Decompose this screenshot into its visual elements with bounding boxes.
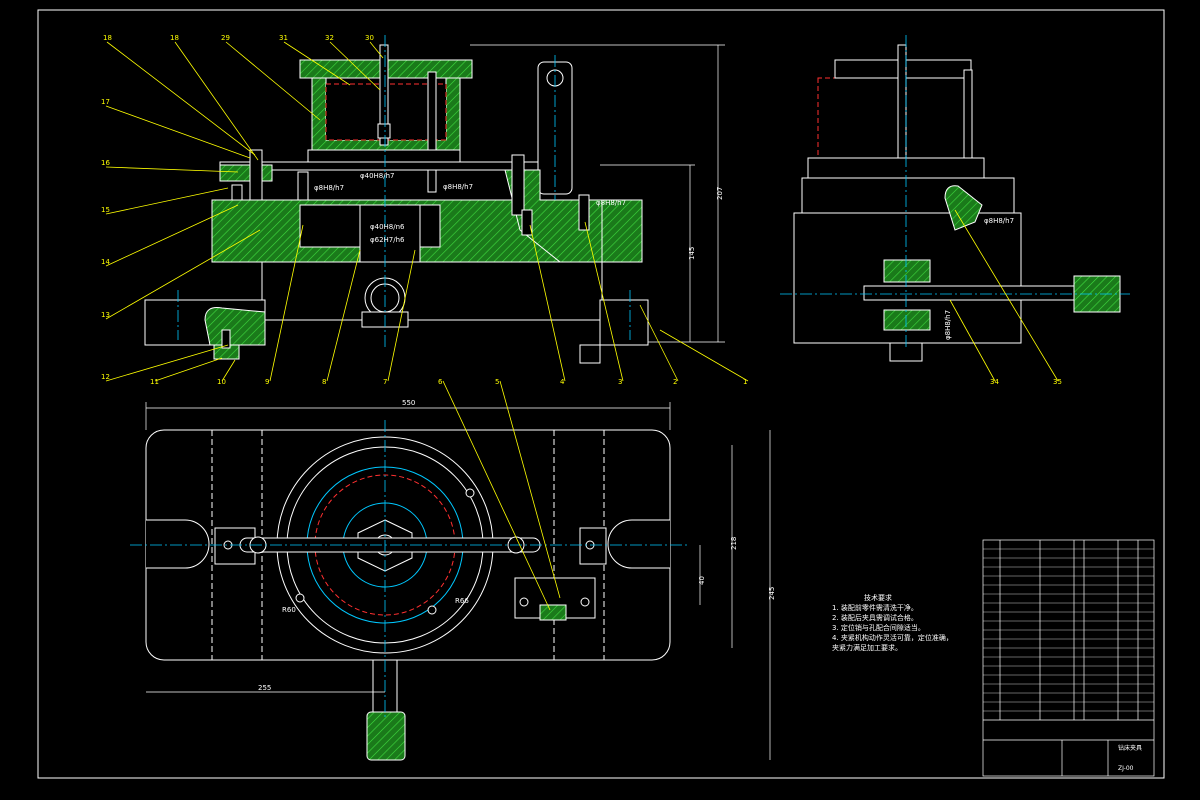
tech-item: 3. 定位销与孔配合间隙适当。 bbox=[832, 624, 925, 632]
callout-number: 9 bbox=[265, 378, 269, 386]
callout-number: 14 bbox=[101, 258, 110, 266]
callout-number: 11 bbox=[150, 378, 159, 386]
callout-number: 10 bbox=[217, 378, 226, 386]
fit-label: φ8H8/h7 bbox=[984, 217, 1014, 225]
callout-number: 6 bbox=[438, 378, 443, 386]
front-view bbox=[144, 35, 725, 364]
callout-number: 32 bbox=[325, 34, 334, 42]
dim-label: 255 bbox=[258, 684, 271, 692]
top-view bbox=[130, 402, 771, 761]
front-leaders bbox=[105, 41, 749, 382]
dim-label: 550 bbox=[402, 399, 415, 407]
title-block bbox=[982, 539, 1155, 777]
fit-label: φ8H8/h7 bbox=[944, 310, 952, 340]
callout-number: 17 bbox=[101, 98, 110, 106]
fit-label: φ8H8/h7 bbox=[443, 183, 473, 191]
tech-item: 4. 夹紧机构动作灵活可靠，定位准确， bbox=[832, 634, 953, 642]
dim-label: 245 bbox=[768, 587, 776, 600]
dim-label: 145 bbox=[688, 247, 696, 260]
callout-number: 2 bbox=[673, 378, 677, 386]
technical-requirements: 技术要求 1. 装配前零件需清洗干净。 2. 装配后夹具需调试合格。 3. 定位… bbox=[832, 593, 972, 653]
drawing-frame bbox=[37, 9, 1165, 779]
tech-item: 2. 装配后夹具需调试合格。 bbox=[832, 614, 918, 622]
callout-number: 18 bbox=[103, 34, 112, 42]
callout-number: 18 bbox=[170, 34, 179, 42]
dim-label: 218 bbox=[730, 537, 738, 550]
callout-number: 35 bbox=[1053, 378, 1062, 386]
tech-item: 1. 装配前零件需清洗干净。 bbox=[832, 604, 918, 612]
callout-number: 12 bbox=[101, 373, 110, 381]
tech-title: 技术要求 bbox=[864, 594, 892, 602]
callout-number: 8 bbox=[322, 378, 326, 386]
top-leaders bbox=[442, 380, 561, 611]
callout-number: 29 bbox=[221, 34, 230, 42]
callout-number: 4 bbox=[560, 378, 565, 386]
callout-number: 15 bbox=[101, 206, 110, 214]
callout-number: 34 bbox=[990, 378, 999, 386]
drawing-number: ZJ-00 bbox=[1118, 765, 1134, 772]
callout-number: 13 bbox=[101, 311, 110, 319]
tech-item: 夹紧力满足加工要求。 bbox=[832, 644, 902, 652]
dim-label: 40 bbox=[698, 576, 706, 585]
callout-number: 3 bbox=[618, 378, 622, 386]
dim-label: R66 bbox=[455, 597, 469, 605]
side-leaders bbox=[949, 209, 1059, 382]
drawing-name: 钻床夹具 bbox=[1118, 744, 1142, 752]
callout-number: 5 bbox=[495, 378, 499, 386]
dim-label: R60 bbox=[282, 606, 296, 614]
callout-number: 16 bbox=[101, 159, 110, 167]
fit-label: φ40H8/n6 bbox=[370, 223, 405, 231]
side-view bbox=[780, 35, 1130, 362]
dim-label: 207 bbox=[716, 187, 724, 200]
callout-number: 30 bbox=[365, 34, 374, 42]
fit-label: φ40H8/h7 bbox=[360, 172, 395, 180]
callout-number: 31 bbox=[279, 34, 288, 42]
fit-label: φ8H8/h7 bbox=[314, 184, 344, 192]
fit-label: φ62H7/h6 bbox=[370, 236, 405, 244]
callout-number: 1 bbox=[743, 378, 747, 386]
callout-number: 7 bbox=[383, 378, 387, 386]
fit-label: φ8H8/h7 bbox=[596, 199, 626, 207]
